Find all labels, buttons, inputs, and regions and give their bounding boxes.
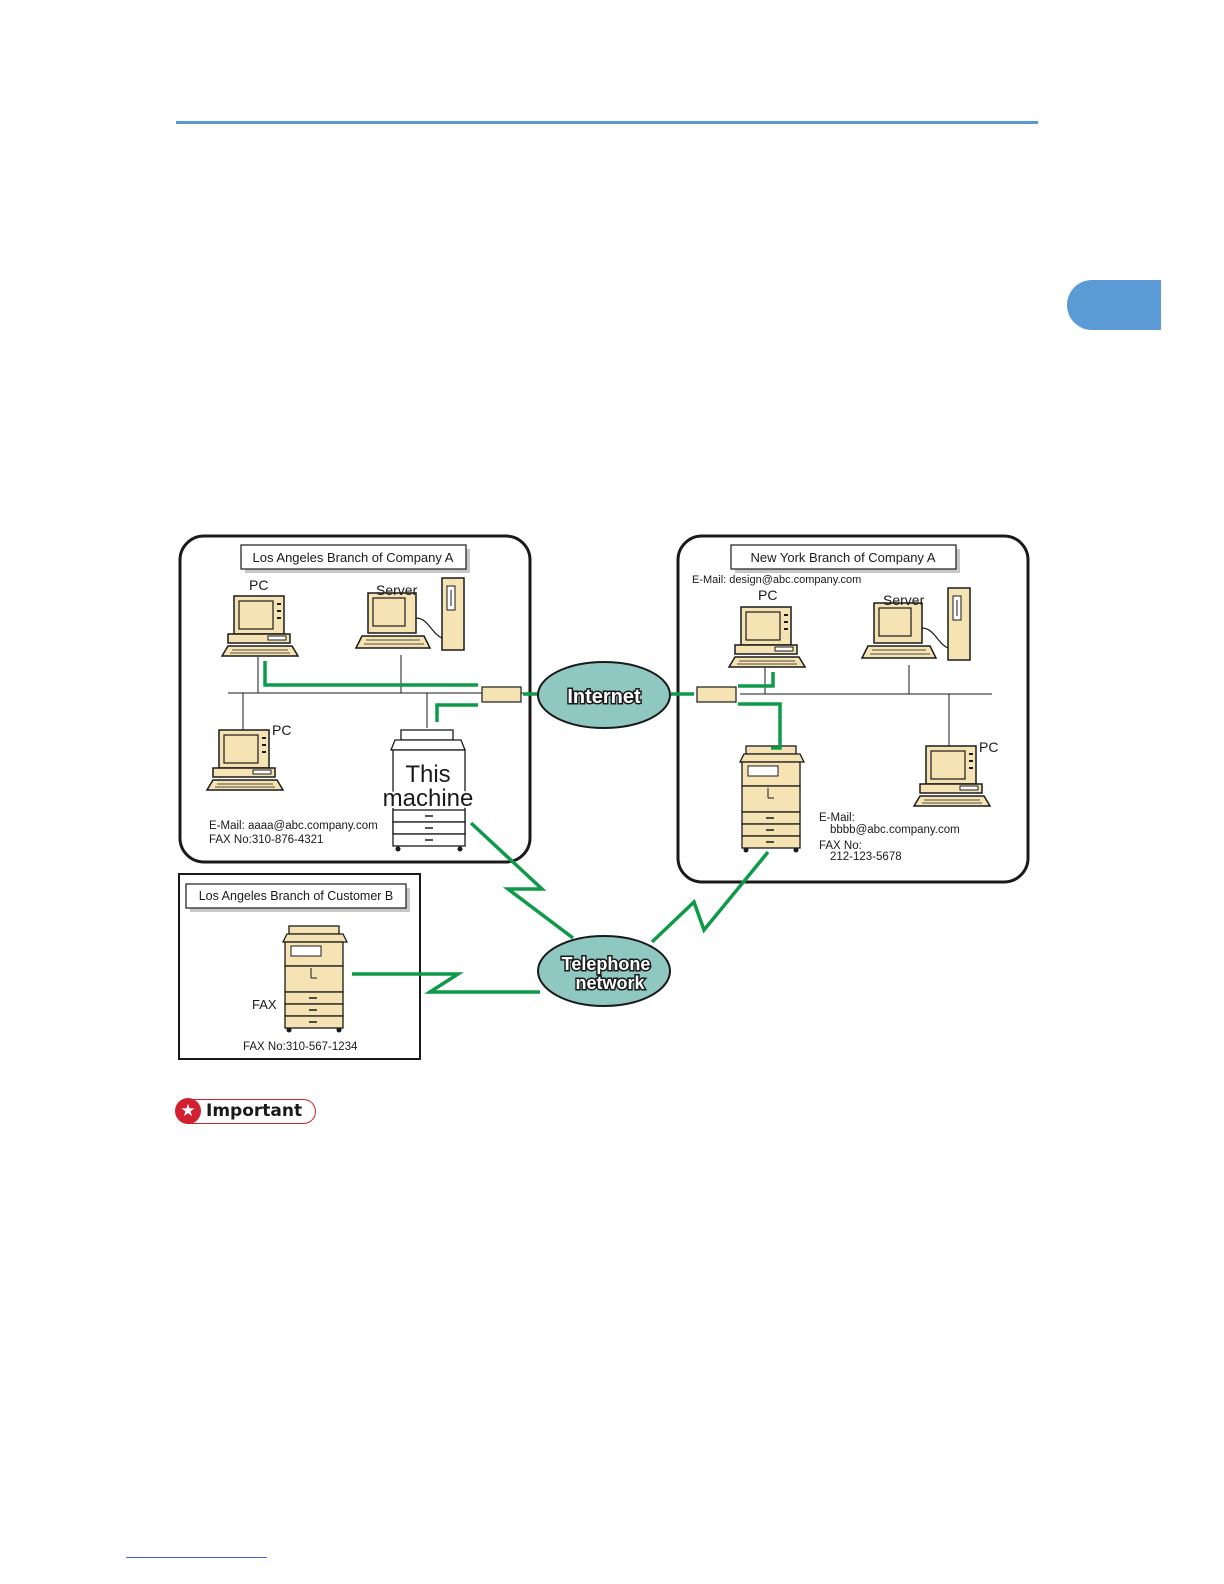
- la-router: [481, 686, 522, 703]
- important-label: Important: [206, 1101, 303, 1121]
- ny-server-label: Server: [883, 592, 925, 608]
- ny-router: [696, 686, 737, 703]
- la-fax: FAX No:310-876-4321: [209, 834, 323, 846]
- telephone-network: Telephone network: [537, 935, 671, 1007]
- internet-label: Internet: [567, 686, 641, 708]
- la-company-a-panel: Los Angeles Branch of Company A PC Serve…: [178, 534, 540, 864]
- footer-rule: [126, 1557, 267, 1558]
- ny-email-value: bbbb@abc.company.com: [830, 824, 960, 836]
- customer-b-fax-icon: [282, 925, 348, 1034]
- header-rule: [176, 121, 1038, 124]
- customer-b-fax-label: FAX: [252, 997, 277, 1012]
- network-links: [263, 661, 782, 994]
- customer-b-title: Los Angeles Branch of Customer B: [199, 889, 394, 903]
- ny-pc-label-1: PC: [758, 587, 777, 603]
- la-customer-b-panel: Los Angeles Branch of Customer B FAX FAX…: [178, 873, 421, 1060]
- la-pc-label-2: PC: [272, 722, 291, 738]
- la-company-a-title: Los Angeles Branch of Company A: [253, 550, 454, 565]
- customer-b-fax-number: FAX No:310-567-1234: [243, 1041, 358, 1053]
- this-machine-label-2: machine: [383, 785, 474, 812]
- la-server-label: Server: [376, 582, 418, 598]
- la-pc-label-1: PC: [249, 577, 268, 593]
- chapter-tab: [1067, 280, 1161, 330]
- la-email: E-Mail: aaaa@abc.company.com: [209, 820, 378, 832]
- ny-company-a-panel: New York Branch of Company A E-Mail: des…: [676, 534, 1030, 884]
- telephone-label-1: Telephone: [562, 954, 651, 974]
- telephone-label-2: network: [575, 973, 645, 993]
- star-icon: ★: [175, 1098, 201, 1124]
- ny-email-label: E-Mail:: [819, 812, 855, 824]
- important-badge: ★ Important: [175, 1098, 316, 1124]
- ny-email-top: E-Mail: design@abc.company.com: [692, 574, 861, 586]
- this-machine-label-1: This: [405, 761, 450, 788]
- internet-cloud: Internet: [537, 661, 671, 729]
- ny-fax-label: FAX No:: [819, 840, 862, 852]
- ny-company-a-title: New York Branch of Company A: [751, 550, 936, 565]
- ny-fax-value: 212-123-5678: [830, 851, 902, 863]
- ny-pc-label-2: PC: [979, 739, 998, 755]
- ny-copier-icon: [739, 745, 805, 854]
